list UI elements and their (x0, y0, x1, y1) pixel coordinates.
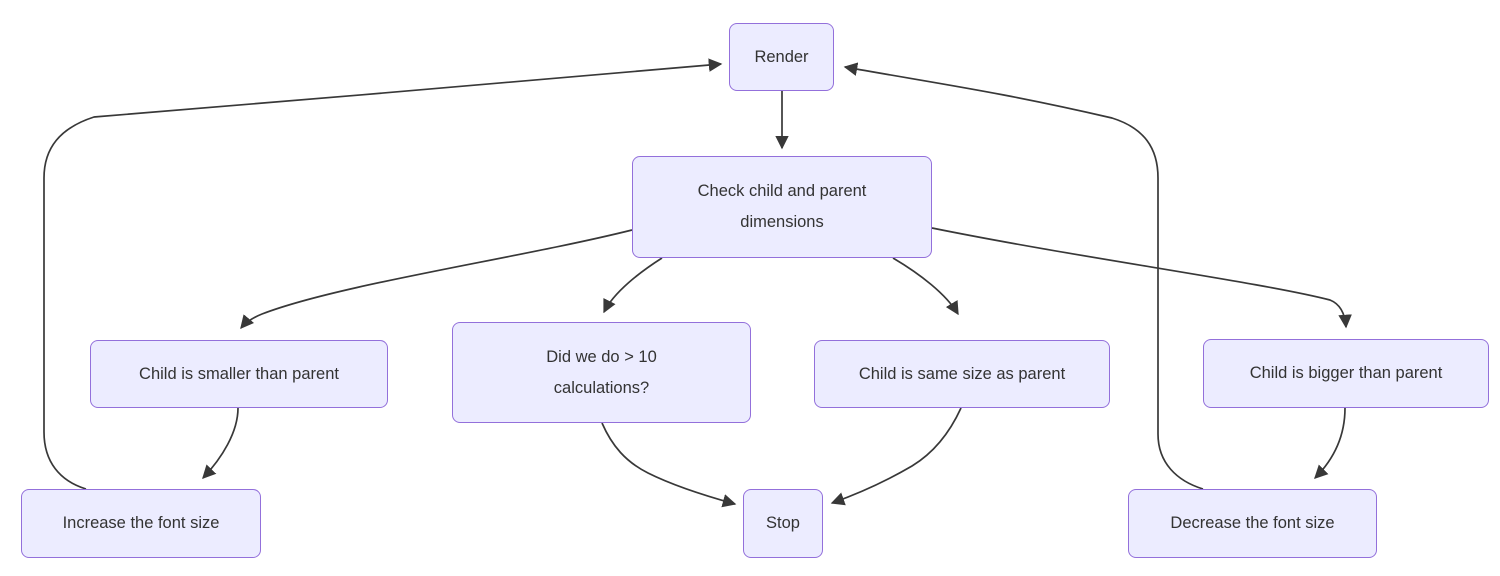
node-calculations-check: Did we do > 10 calculations? (452, 322, 751, 423)
node-decrease-font-size-label: Decrease the font size (1170, 514, 1335, 533)
node-stop-label: Stop (766, 514, 800, 533)
node-calculations-check-label: Did we do > 10 calculations? (546, 347, 657, 397)
edge-check-to-bigger (931, 227, 1352, 329)
edge-check-to-smaller (240, 229, 633, 330)
node-child-bigger-label: Child is bigger than parent (1249, 364, 1443, 383)
edge-bigger-to-decrease (1314, 407, 1346, 479)
node-child-smaller: Child is smaller than parent (90, 340, 388, 408)
edge-check-to-same (892, 257, 959, 316)
node-increase-font-size: Increase the font size (21, 489, 261, 558)
node-child-smaller-label: Child is smaller than parent (139, 364, 339, 383)
node-child-same-size-label: Child is same size as parent (858, 364, 1066, 383)
node-increase-font-size-label: Increase the font size (62, 514, 220, 533)
node-check-dimensions: Check child and parent dimensions (632, 156, 932, 258)
node-render-label: Render (754, 47, 809, 66)
node-decrease-font-size: Decrease the font size (1128, 489, 1377, 558)
node-child-bigger: Child is bigger than parent (1203, 339, 1489, 408)
edge-smaller-to-increase (202, 407, 239, 479)
edge-calcs-to-stop (601, 422, 737, 508)
edge-same-to-stop (830, 407, 962, 506)
edge-decrease-to-render (843, 62, 1204, 490)
edge-check-to-calcs (603, 257, 663, 314)
node-check-dimensions-label: Check child and parent dimensions (697, 182, 867, 231)
edge-increase-to-render (43, 58, 723, 490)
node-stop: Stop (743, 489, 823, 558)
node-render: Render (729, 23, 834, 91)
node-child-same-size: Child is same size as parent (814, 340, 1110, 408)
